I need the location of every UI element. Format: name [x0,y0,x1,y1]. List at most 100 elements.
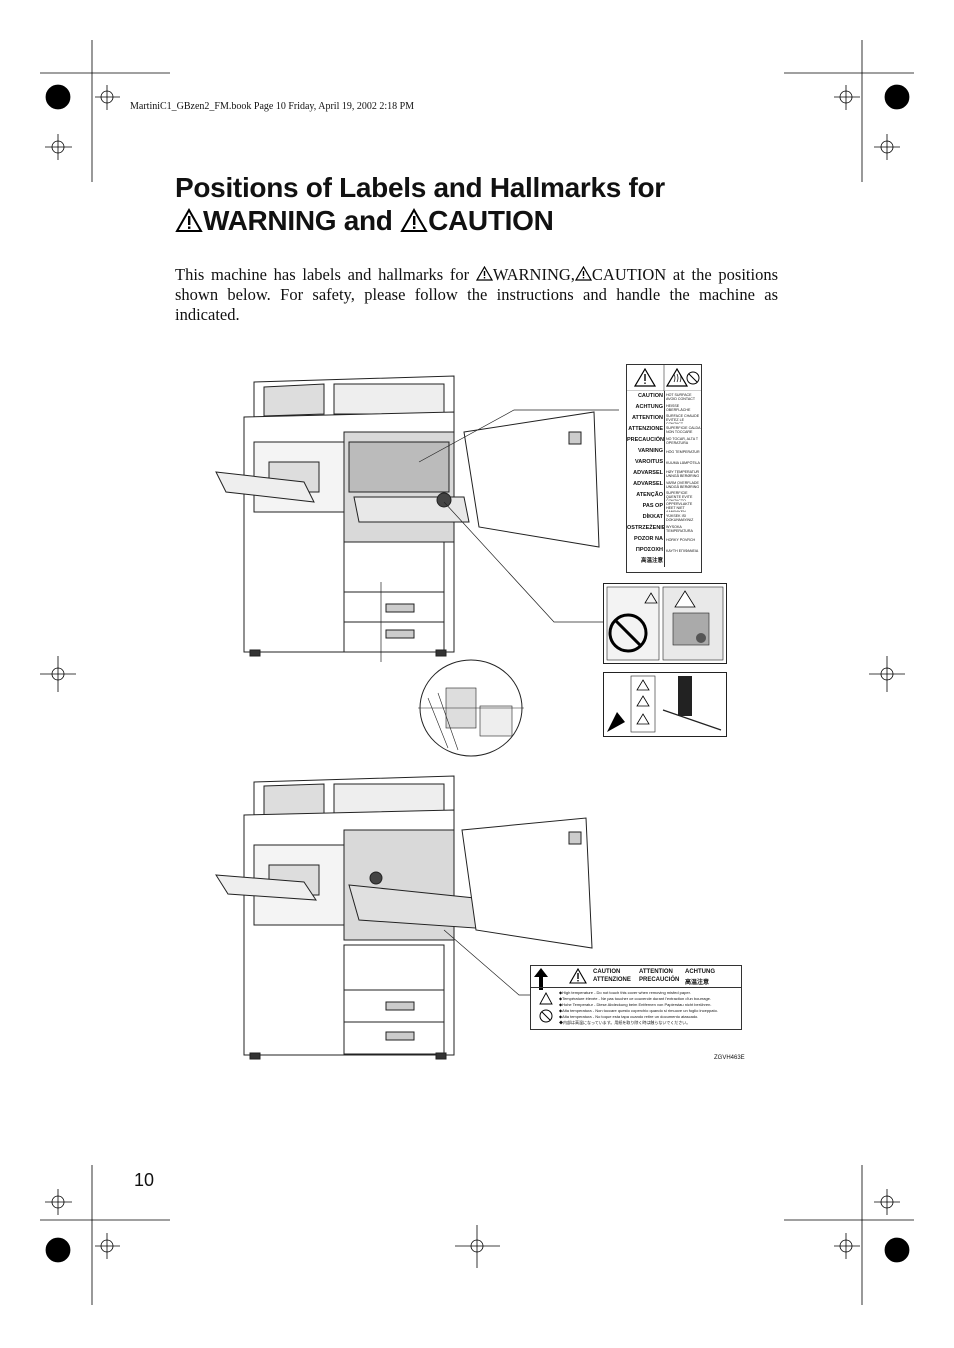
instruction-line: ◆Température élevée - Ne pas toucher ce … [559,996,712,1001]
machine-illustration-top [215,375,619,662]
hot-surface-icon [539,992,553,1005]
arrow-icon [607,712,625,732]
title-and-word: and [336,205,401,236]
label-head-attention: ATTENTION [639,969,673,975]
figure-code: ZGVH463E [714,1055,745,1061]
caution-word: ATENÇÃO [627,490,665,501]
title-line-2: WARNING and CAUTION [175,204,815,237]
caution-text: KUUMA LÄMPÖTILA [666,460,700,465]
caution-text: ΚΑΥΤΗ ΕΠΙΦΑΝΕΙΑ [666,548,699,553]
warning-triangle-icon [636,695,650,707]
page-title: Positions of Labels and Hallmarks for WA… [175,171,815,237]
title-warning-word: WARNING [203,205,337,236]
label-head-achtung: ACHTUNG [685,969,715,975]
caution-triangle-icon [400,207,428,232]
caution-word: ATTENZIONE [627,424,665,435]
instruction-line: ◆Hohe Temperatur - Diese Abdeckung beim … [559,1002,712,1007]
label-head-precaucion: PRECAUCIÓN [639,977,680,983]
registration-target-icon [884,1237,910,1263]
caution-text: HØY TEMPERATUR UNNGÅ BERØRING [666,469,700,478]
caution-word: 高温注意 [627,556,665,567]
intro-warning-word: WARNING [492,265,571,284]
caution-text: OPPERVLAKTE HEET NIET AANRAKEN [666,501,693,512]
magnified-detail [418,659,524,757]
caution-text: SUPERFICIE QUENTE EVITE CONTACTO [666,490,693,501]
label-head-caution: CAUTION [593,969,621,975]
label-instructions: ◆High temperature - Do not touch this co… [559,990,737,1026]
no-touch-icon [686,371,700,385]
caution-text: SURFACE CHAUDE EVITEZ LE CONTACT [666,413,700,424]
caution-word: ΠΡΟΣΟΧΗ [627,545,665,556]
callout-label-position [603,672,727,737]
caution-word: POZOR NA [627,534,665,545]
caution-text: HOT SURFACE AVOID CONTACT [666,392,696,401]
caution-word: CAUTION [627,391,665,402]
caution-label-row: 高温注意 [627,556,701,567]
paper-jam-caution-label: CAUTION ATTENTION ACHTUNG ATTENZIONE PRE… [530,965,742,1030]
warning-triangle-icon [636,679,650,691]
instruction-line: ◆High temperature - Do not touch this co… [559,990,691,995]
caution-word: OSTRZEŻENIE [627,523,665,534]
caution-text: NO TOCAR, ALTA T OPERATURA [666,436,698,445]
hot-surface-icon [674,590,696,608]
warning-triangle-icon [633,367,657,387]
callout-tray-warning [603,583,727,664]
intro-text-start: This machine has labels and hallmarks fo… [175,265,476,284]
page-number: 10 [134,1170,155,1190]
caution-text: WYSOKA TEMPERATURA [666,524,693,533]
warning-triangle-icon [569,968,587,984]
intro-caution-word: CAUTION [591,265,667,284]
running-header: MartiniC1_GBzen2_FM.book Page 10 Friday,… [130,101,415,112]
warning-triangle-icon [175,207,203,232]
machine-illustration-bottom [215,775,593,1060]
caution-text: VARM OVERFLADE UNDGÅ BERØRING [666,480,700,489]
warning-triangle-icon [475,265,493,281]
label-icon-row [627,365,701,391]
caution-word: DİKKAT [627,512,665,523]
caution-word: ATTENTION [627,413,665,424]
caution-text: HEISSE OBERFLÄCHE [666,403,691,412]
instruction-line: ◆内部は高温になっています。用紙を取り除く時は触らないでください。 [559,1020,691,1025]
caution-text: YÜKSEK ISI DOKUNMAYINIZ [666,513,694,522]
warning-triangle-icon [636,713,650,725]
caution-word: VAROITUS [627,457,665,468]
instruction-line: ◆Alta temperatura - No toque esta tapa c… [559,1014,699,1019]
caution-text: HORKÝ POVRCH [666,537,696,542]
caution-word: ADVARSEL [627,468,665,479]
hot-surface-icon [665,367,689,387]
no-touch-icon [539,1009,553,1023]
caution-triangle-icon [574,265,592,281]
caution-word: PAS OP [627,501,665,512]
registration-target-icon [884,84,910,110]
label-head-japanese: 高温注意 [685,980,710,986]
caution-text: HÖG TEMPERATUR [666,449,700,454]
title-line-1: Positions of Labels and Hallmarks for [175,172,665,203]
caution-word: ADVARSEL [627,479,665,490]
no-touch-icon [608,613,648,653]
up-arrow-icon [534,968,548,990]
caution-text: SUPERFICIE CALDA NON TOCCARE [666,425,701,434]
caution-word: ACHTUNG [627,402,665,413]
caution-word: PRECAUCIÓN [627,435,665,446]
registration-target-icon [45,1237,71,1263]
instruction-line: ◆Alta temperatura - Non toccare questo c… [559,1008,718,1013]
intro-text-end: at the positions shown below. For safety… [175,265,778,324]
